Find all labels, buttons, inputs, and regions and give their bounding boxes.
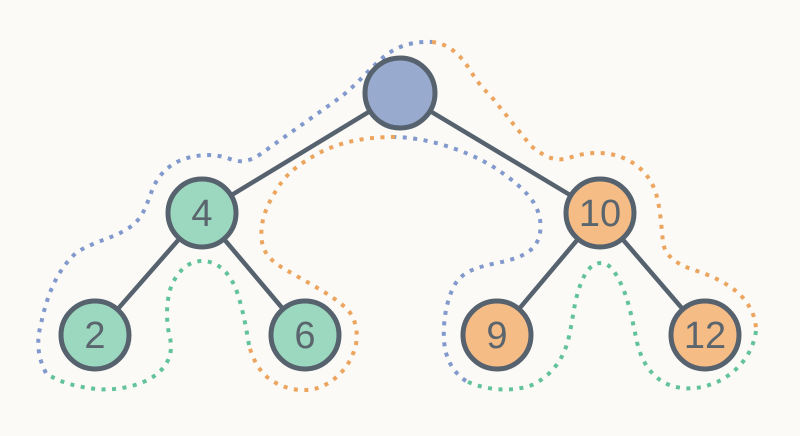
- tree-node-2: [58, 298, 132, 372]
- contour-segment-outer-right-orange: [431, 40, 758, 332]
- tree-edge-root-n4: [199, 90, 403, 216]
- tree-node-label-10: 10: [579, 193, 621, 235]
- contour-segment-outer-left-blue: [36, 39, 433, 374]
- tree-node-12: [668, 298, 742, 372]
- tree-node-label-12: 12: [684, 315, 726, 357]
- contour-segment-inner-left-orange: [247, 135, 396, 393]
- tree-node-6: [268, 298, 342, 372]
- tree-node-label-9: 9: [486, 315, 507, 357]
- contour-segment-left-valley-green: [44, 258, 251, 392]
- tree-node-10: [563, 176, 637, 250]
- tree-node-9: [460, 298, 534, 372]
- tree-node-label-6: 6: [294, 315, 315, 357]
- tree-edge-root-n10: [397, 90, 603, 216]
- contour-segment-right-group-green: [465, 260, 758, 392]
- tree-node-label-4: 4: [191, 193, 212, 235]
- contour-segment-middle-blue: [394, 135, 543, 383]
- tree-node-4: [165, 176, 239, 250]
- tree-node-label-2: 2: [84, 315, 105, 357]
- tree-node-root: [362, 55, 438, 131]
